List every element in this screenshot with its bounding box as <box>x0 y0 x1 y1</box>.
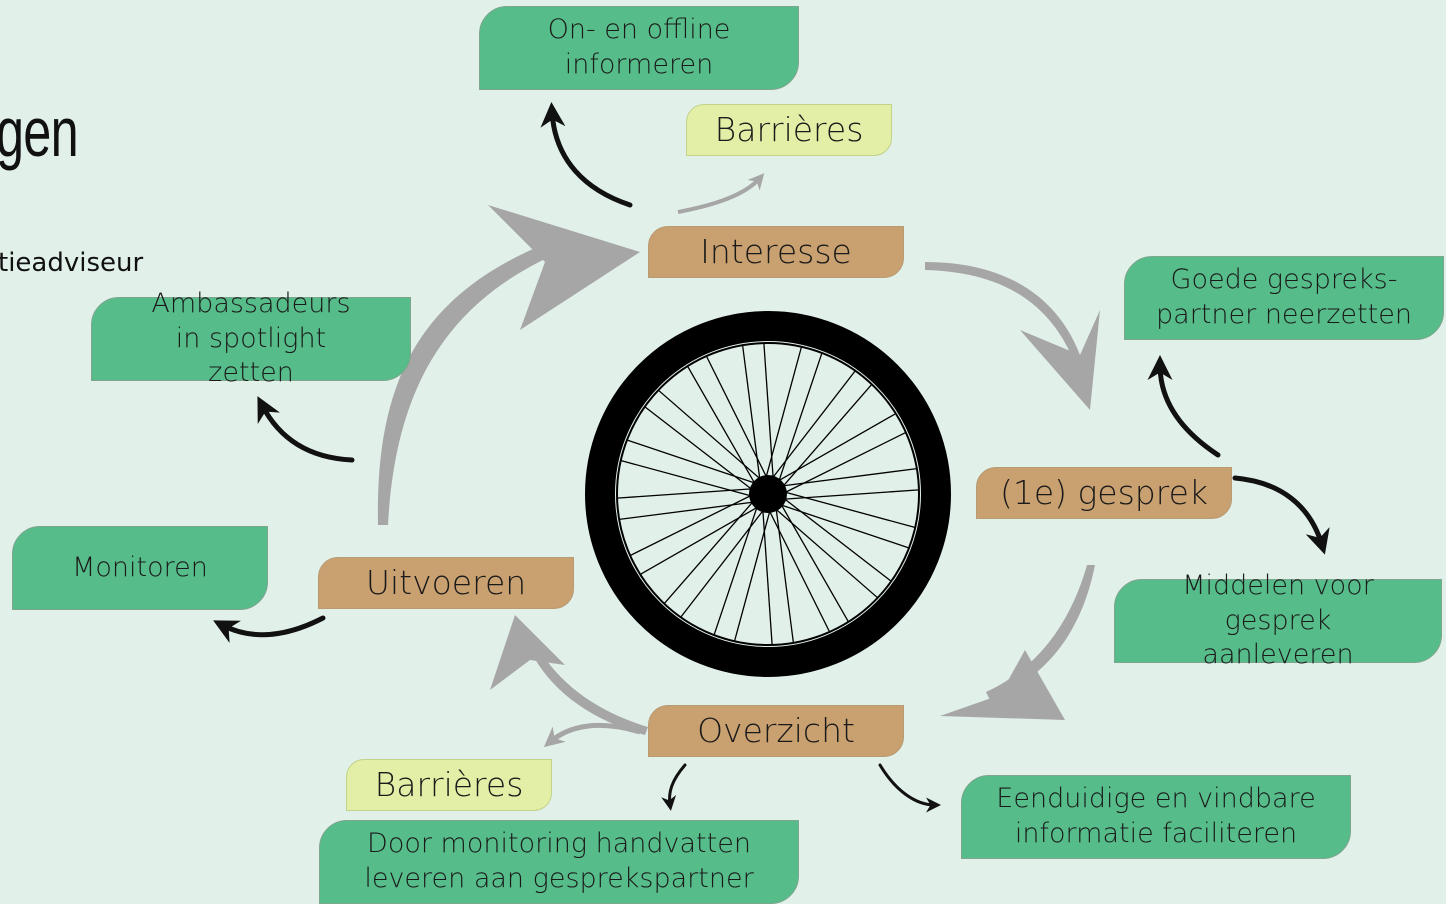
action-eenduidige: Eenduidige en vindbare informatie facili… <box>961 775 1351 859</box>
action-arrow-middelen <box>1232 475 1330 555</box>
wheel-spoke <box>663 498 756 605</box>
wheel-spoke <box>705 355 769 481</box>
action-middelen: Middelen voor gesprek aanleveren <box>1114 570 1442 670</box>
barrier-top: Barrières <box>686 104 892 156</box>
action-arrows <box>213 102 1330 813</box>
page-title: gen <box>0 93 79 171</box>
wheel-spoke <box>780 489 919 501</box>
barrier-arrow-bottom <box>543 722 641 748</box>
wheel-spoke <box>733 507 772 642</box>
wheel-spoke <box>639 505 761 575</box>
action-monitoren: Monitoren <box>12 526 268 610</box>
action-arrow-monitoring <box>661 763 687 811</box>
action-arrow-monitoren <box>213 615 326 643</box>
wheel-spoke <box>741 345 761 483</box>
wheel-spoke <box>657 389 764 482</box>
action-arrow-ambassadeurs <box>257 396 355 463</box>
wheel-spoke <box>687 365 757 487</box>
action-gesprekspartner: Goede gespreks-partner neerzetten <box>1124 256 1444 340</box>
action-arrow-informeren <box>540 102 633 208</box>
wheel-spoke <box>713 503 759 636</box>
cycle-arrows <box>377 173 1100 748</box>
wheel-spoke <box>775 505 795 643</box>
wheel-spoke <box>780 383 873 490</box>
cycle-arrowhead-gesprek <box>1020 310 1100 410</box>
wheel-spoke <box>763 343 775 482</box>
wheel-spoke <box>777 352 823 485</box>
stage-overzicht: Overzicht <box>648 705 904 757</box>
stage-uitvoeren: Uitvoeren <box>318 557 574 609</box>
wheel-spoke <box>620 459 755 498</box>
cycle-arrow-uitvoeren-interesse <box>377 238 565 525</box>
wheel-spoke <box>761 506 773 645</box>
wheel-spoke <box>772 506 879 599</box>
wheel-spoke <box>619 501 757 521</box>
page-subtitle: tieadviseur <box>0 248 144 278</box>
cycle-arrowhead-uitvoeren <box>490 615 565 690</box>
wheel-spoke <box>777 503 910 549</box>
wheel-spoke <box>781 490 916 529</box>
action-arrow-eenduidige <box>878 763 941 813</box>
wheel-spoke <box>767 507 831 633</box>
wheel-spoke <box>626 439 759 485</box>
action-informeren: On- en offline informeren <box>479 6 799 90</box>
wheel-spoke <box>764 346 803 481</box>
wheel-spoke <box>779 467 917 487</box>
cycle-arrowhead-overzicht <box>940 650 1065 720</box>
stage-gesprek: (1e) gesprek <box>976 467 1232 519</box>
barrier-bottom: Barrières <box>346 759 552 811</box>
wheel-spoke <box>775 413 897 483</box>
action-arrow-gesprekspartner <box>1147 355 1221 458</box>
wheel-spoke <box>779 501 849 623</box>
cycle-arrow-gesprek-overzicht <box>986 565 1095 700</box>
barrier-arrow-top <box>677 173 765 214</box>
action-monitoring: Door monitoring handvatten leveren aan g… <box>319 820 799 904</box>
wheel-spoke <box>629 493 755 557</box>
wheel-spoke <box>617 487 756 499</box>
cycle-arrow-interesse-gesprek <box>925 262 1085 372</box>
stage-interesse: Interesse <box>648 226 904 278</box>
action-ambassadeurs: Ambassadeurs in spotlight zetten <box>91 288 411 388</box>
cycle-arrowhead-interesse <box>488 205 640 330</box>
